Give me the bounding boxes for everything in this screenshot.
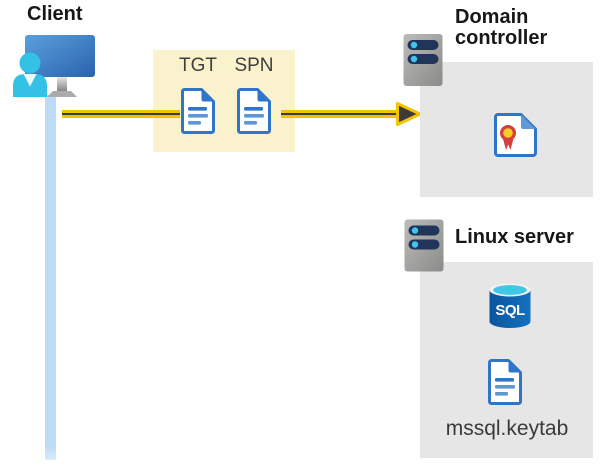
certificate-icon bbox=[492, 112, 538, 158]
person-at-workstation-icon bbox=[13, 35, 95, 97]
tgt-document-icon bbox=[180, 87, 216, 135]
domain-controller-server-icon bbox=[403, 32, 443, 88]
linux-server-label: Linux server bbox=[455, 226, 574, 248]
keytab-label: mssql.keytab bbox=[445, 417, 569, 440]
linux-server-server-icon bbox=[404, 219, 444, 272]
person-icon bbox=[13, 52, 47, 97]
request-arrow-line-right bbox=[281, 110, 399, 118]
tgt-label: TGT bbox=[179, 55, 217, 76]
keytab-document-icon bbox=[486, 358, 524, 406]
domain-controller-label: Domain controller bbox=[455, 6, 548, 49]
client-label: Client bbox=[27, 3, 83, 25]
monitor-base bbox=[47, 91, 77, 97]
ticket-box bbox=[153, 50, 295, 152]
client-workstation-icon bbox=[10, 33, 100, 98]
sql-database-icon: SQL bbox=[487, 282, 533, 329]
spn-label: SPN bbox=[234, 55, 274, 76]
request-arrow-head-icon bbox=[396, 102, 422, 126]
monitor-icon bbox=[25, 35, 95, 77]
client-timeline bbox=[45, 95, 56, 460]
spn-document-icon bbox=[236, 87, 272, 135]
sql-icon-label: SQL bbox=[495, 302, 525, 319]
certificate-ribbon bbox=[503, 139, 514, 150]
monitor-stand bbox=[57, 77, 67, 92]
request-arrow-line-left bbox=[62, 110, 180, 118]
